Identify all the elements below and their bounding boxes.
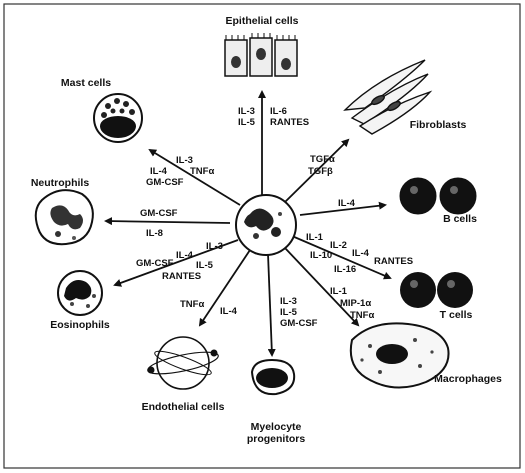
mediator-label: GM-CSF [280,318,318,329]
label-mast-cells: Mast cells [61,77,111,89]
mediator-label: IL-4 [220,306,238,317]
mediator-label: GM-CSF [136,258,174,269]
label-neutrophils: Neutrophils [31,177,89,189]
myelocyte-progenitor-icon [252,360,294,394]
mediator-label: TNFα [180,299,204,310]
epithelial-cells-icon [225,33,297,76]
mediators-endothelial: TNFα IL-4 [180,299,238,317]
label-b-cells: B cells [443,213,477,225]
mediator-label: IL-1 [306,232,324,243]
mediator-label: IL-5 [280,307,298,318]
eosinophil-icon [58,271,102,315]
b-cells-icon [400,178,476,214]
label-fibroblasts: Fibroblasts [410,119,467,131]
label-myelocyte-line2: progenitors [247,433,305,445]
t-cells-icon [400,272,473,308]
mediator-label: IL-4 [150,166,168,177]
label-t-cells: T cells [440,309,473,321]
mediator-label: IL-3 [280,296,297,307]
mediators-epithelial: IL-3 IL-5 IL-6 RANTES [238,106,309,128]
label-macrophages: Macrophages [434,373,502,385]
mediators-b-cells: IL-4 [338,198,356,209]
arrow-neutrophils [106,221,230,223]
mediator-label: GM-CSF [140,208,178,219]
mediators-neutrophils: GM-CSF IL-8 [140,208,178,239]
label-eosinophils: Eosinophils [50,319,110,331]
arrow-myelocyte [268,254,272,355]
mediators-fibroblasts: TGFα TGFβ [308,154,335,177]
central-cell [236,195,296,255]
mediator-label: TGFα [310,154,335,165]
mediator-label: IL-5 [238,117,256,128]
mediator-label: RANTES [374,256,413,267]
label-endothelial-cells: Endothelial cells [142,401,225,413]
mediator-label: IL-4 [176,250,194,261]
mediator-label: IL-3 [176,155,193,166]
mediator-label: IL-6 [270,106,287,117]
mediator-label: IL-1 [330,286,348,297]
mediator-label: IL-4 [338,198,356,209]
mediator-label: TNFα [350,310,374,321]
mediator-label: RANTES [270,117,309,128]
mediators-myelocyte: IL-3 IL-5 GM-CSF [280,296,318,329]
mediator-label: IL-3 [238,106,255,117]
mediator-label: IL-10 [310,250,332,261]
neutrophil-icon [36,190,93,244]
mediator-label: IL-16 [334,264,356,275]
mast-cell-icon [94,94,142,142]
mediator-label: IL-8 [146,228,163,239]
mediator-label: TNFα [190,166,214,177]
label-epithelial-cells: Epithelial cells [226,15,299,27]
mediator-label: MIP-1α [340,298,371,309]
mediator-label: IL-4 [352,248,370,259]
label-myelocyte-line1: Myelocyte [251,421,302,433]
mediator-label: TGFβ [308,166,333,177]
endothelial-cells-icon [146,337,220,389]
mediator-label: IL-2 [330,240,347,251]
mediators-t-cells: IL-1 IL-2 IL-4 IL-10 RANTES IL-16 [306,232,413,275]
mediator-label: IL-5 [196,260,214,271]
mediator-label: IL-3 [206,241,223,252]
mediator-label: RANTES [162,271,201,282]
mediator-label: GM-CSF [146,177,184,188]
